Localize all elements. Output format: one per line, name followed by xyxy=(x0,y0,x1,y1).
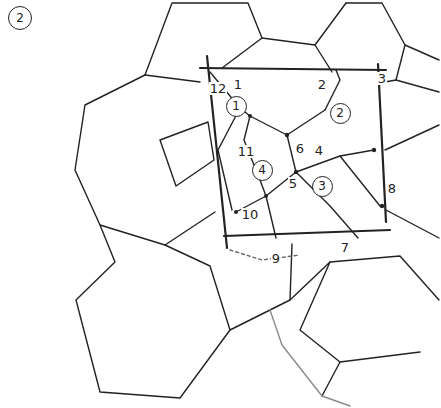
circled-number-text: 4 xyxy=(258,164,266,176)
circled-number-text: 2 xyxy=(16,12,24,24)
vertex-number: 10 xyxy=(241,208,260,221)
vertex-number: 6 xyxy=(295,142,305,155)
circled-number: 4 xyxy=(252,160,273,181)
vertex-number: 12 xyxy=(209,82,228,95)
vertex-number: 9 xyxy=(271,252,281,265)
vertex-number: 4 xyxy=(314,144,324,157)
square-frame xyxy=(200,56,390,248)
outer-mesh xyxy=(75,3,439,406)
vertex-number: 3 xyxy=(377,72,387,85)
vertex-number: 7 xyxy=(340,241,350,254)
circled-number-text: 2 xyxy=(336,107,344,119)
circled-number-text: 1 xyxy=(232,100,240,112)
vertex-number: 1 xyxy=(233,78,243,91)
vertex-number: 8 xyxy=(387,182,397,195)
inner-cells xyxy=(210,70,380,238)
circled-number-text: 3 xyxy=(318,180,326,192)
vertex-number: 5 xyxy=(288,177,298,190)
vertex-dots xyxy=(234,114,384,214)
circled-number: 2 xyxy=(8,6,32,30)
circled-number: 2 xyxy=(330,103,351,124)
vertex-number: 11 xyxy=(237,145,256,158)
vertex-number: 2 xyxy=(317,78,327,91)
circled-number: 1 xyxy=(226,96,247,117)
circled-number: 3 xyxy=(312,176,333,197)
